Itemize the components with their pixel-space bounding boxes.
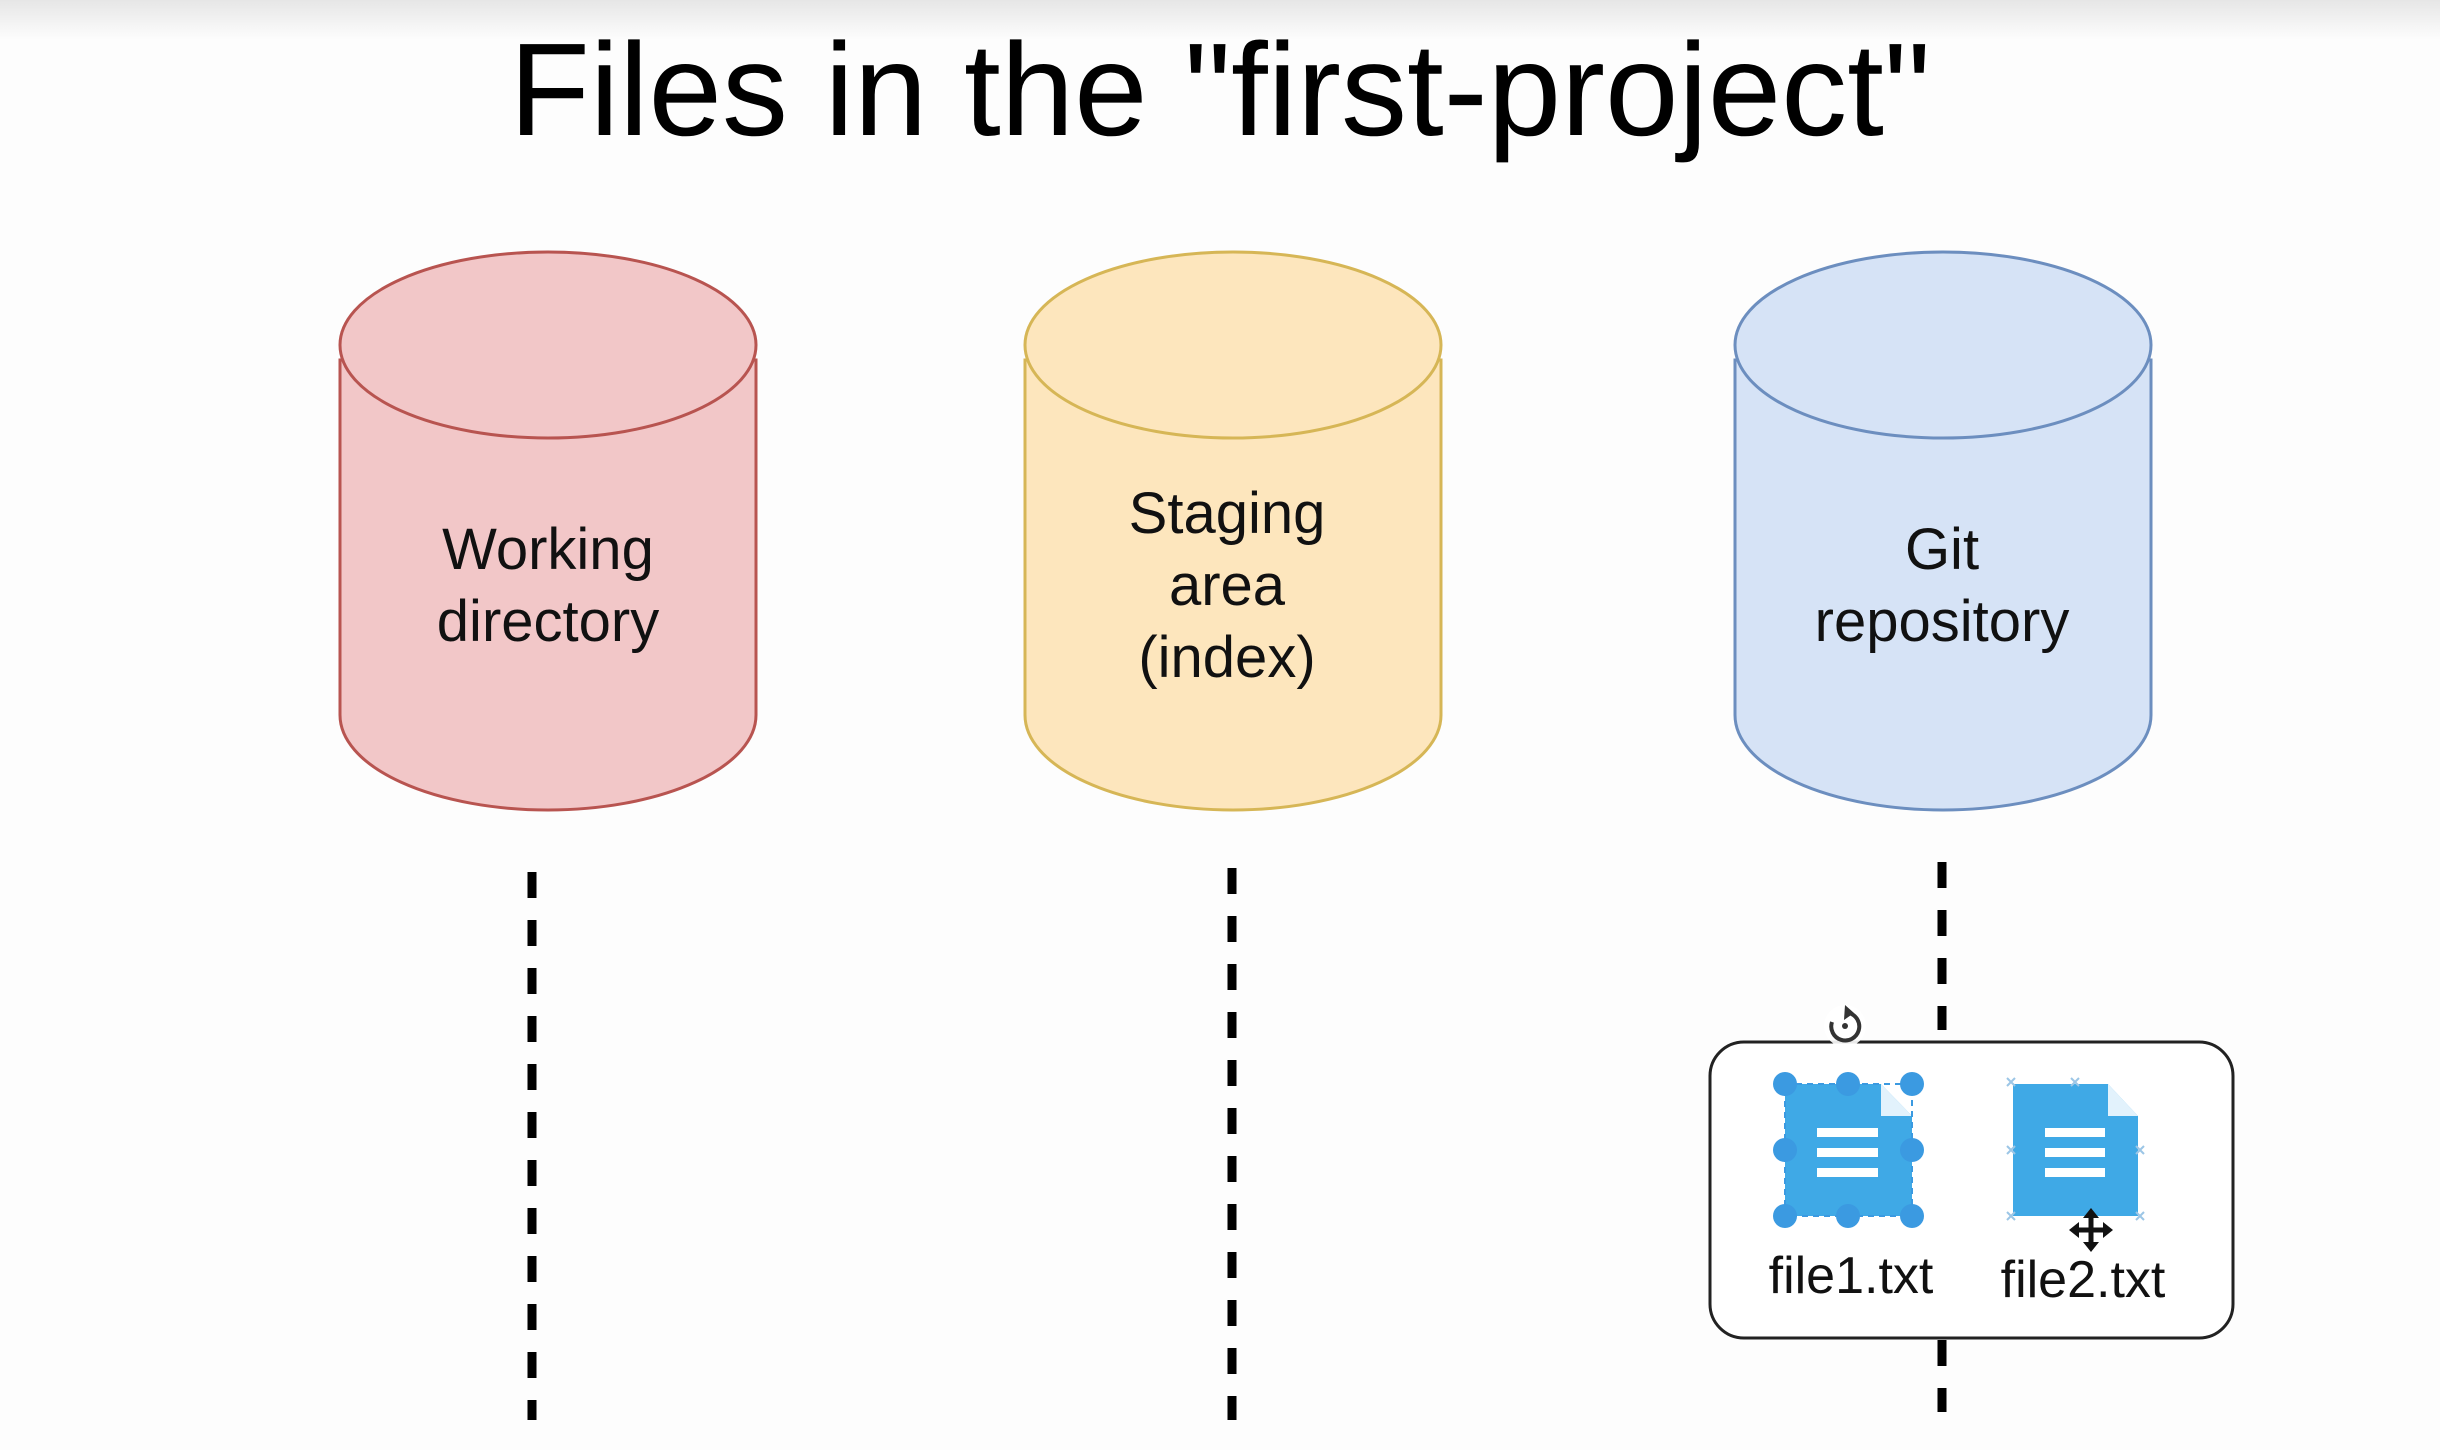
git-repository-label: Git repository: [1742, 514, 2142, 658]
working-directory-cylinder[interactable]: [338, 250, 758, 812]
staging-area-label-line: (index): [1138, 625, 1316, 690]
git-repository-label-line: Git: [1904, 517, 1980, 582]
file2-label[interactable]: file2.txt: [2000, 1251, 2166, 1309]
working-directory-label-line: directory: [436, 589, 660, 654]
resize-handle[interactable]: [1836, 1204, 1860, 1228]
move-cursor-icon: [2069, 1208, 2113, 1252]
resize-handle[interactable]: [1773, 1138, 1797, 1162]
resize-handle[interactable]: [1900, 1138, 1924, 1162]
git-repository-label-line: repository: [1814, 589, 2070, 654]
git-repository-cylinder[interactable]: [1733, 250, 2153, 812]
resize-handle[interactable]: [1836, 1072, 1860, 1096]
staging-area-label-line: Staging: [1128, 481, 1326, 546]
staging-area-label-line: area: [1168, 553, 1286, 618]
resize-handle[interactable]: [1900, 1204, 1924, 1228]
working-directory-label: Working directory: [348, 514, 748, 658]
resize-handle[interactable]: [1900, 1072, 1924, 1096]
window-top-shadow: [0, 0, 2440, 40]
resize-handle[interactable]: [1773, 1204, 1797, 1228]
file2-document-icon[interactable]: [2006, 1077, 2145, 1221]
working-directory-label-line: Working: [442, 517, 654, 582]
staging-area-label: Staging area (index): [1027, 478, 1427, 694]
resize-handle[interactable]: [1773, 1072, 1797, 1096]
slide-title: Files in the "first-project": [509, 16, 1931, 163]
staging-area-cylinder[interactable]: [1023, 250, 1443, 812]
file1-document-icon[interactable]: [1785, 1084, 1912, 1216]
file1-label[interactable]: file1.txt: [1768, 1247, 1934, 1305]
selection-handles[interactable]: [1773, 1072, 1924, 1228]
rotate-icon[interactable]: [1824, 1005, 1866, 1047]
